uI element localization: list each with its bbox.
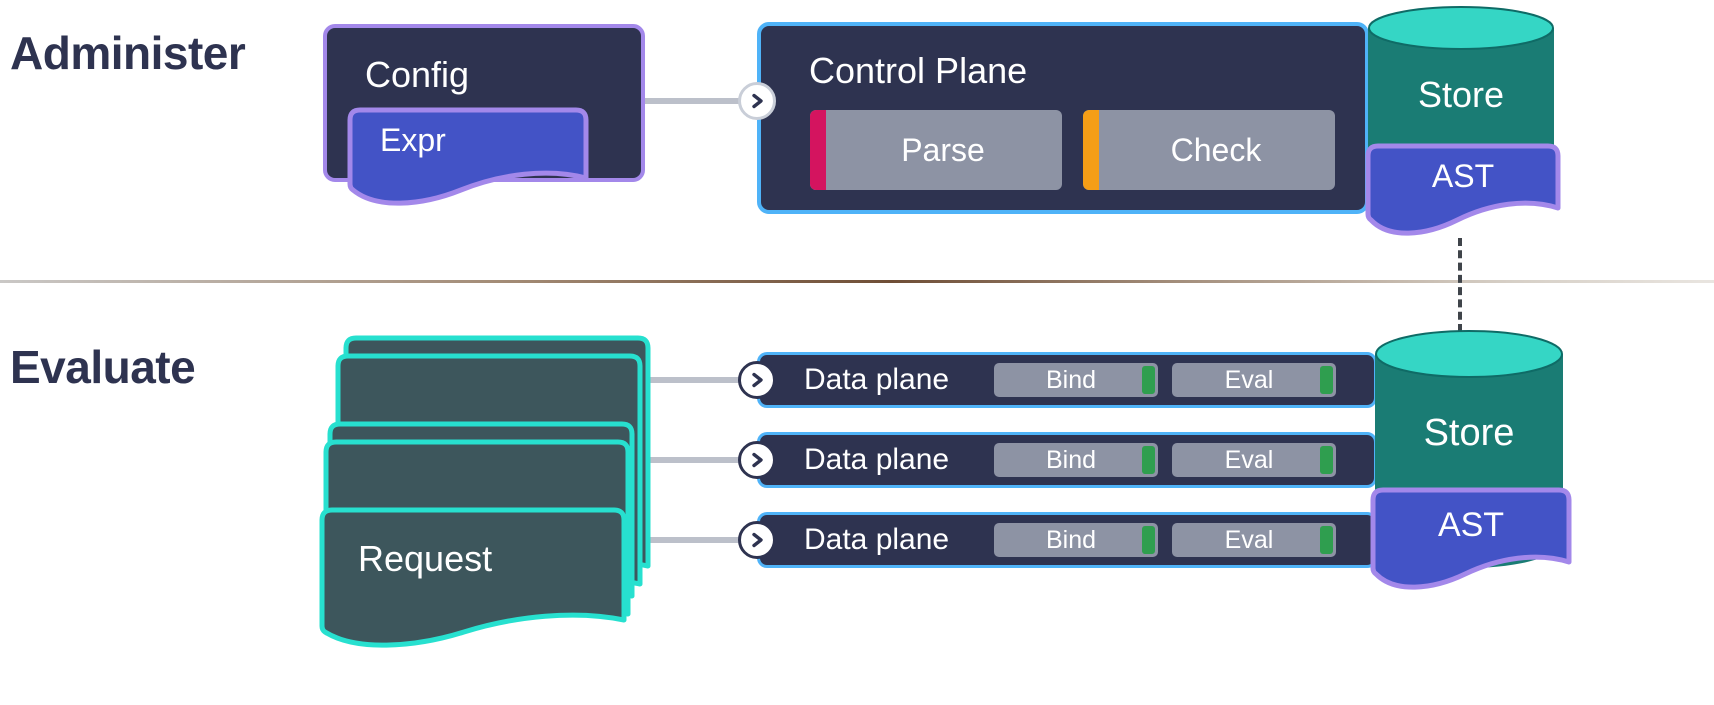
bind-accent-bar-2 <box>1142 446 1155 474</box>
data-plane-row-2: Data plane Bind Eval <box>757 432 1377 488</box>
ast-document-top: AST <box>1365 143 1561 236</box>
arrow-request-to-dataplane-2 <box>738 441 776 479</box>
config-title: Config <box>365 54 470 95</box>
parse-box: Parse <box>810 110 1062 190</box>
bind-label-3: Bind <box>1045 526 1097 554</box>
bind-label-1: Bind <box>1045 366 1097 394</box>
parse-label: Parse <box>901 131 985 168</box>
chevron-right-icon <box>752 93 763 109</box>
cylinder-shape <box>1368 6 1554 178</box>
data-plane-title-2: Data plane <box>804 443 950 476</box>
check-box: Check <box>1083 110 1335 190</box>
bind-label-2: Bind <box>1045 446 1097 474</box>
chevron-right-icon <box>752 372 763 388</box>
check-accent-bar <box>1083 110 1099 190</box>
control-plane-title: Control Plane <box>809 50 1028 91</box>
ast-document-bottom: AST <box>1370 487 1572 590</box>
arrow-request-to-dataplane-1 <box>738 361 776 399</box>
connector-config-to-control <box>640 98 748 104</box>
check-label: Check <box>1170 131 1262 168</box>
ast-label-bottom: AST <box>1437 506 1505 544</box>
eval-box-1: Eval <box>1172 363 1336 397</box>
section-heading-administer: Administer <box>10 27 246 79</box>
bind-box-1: Bind <box>994 363 1158 397</box>
eval-box-2: Eval <box>1172 443 1336 477</box>
data-plane-row-1: Data plane Bind Eval <box>757 352 1377 408</box>
chevron-right-icon <box>752 532 763 548</box>
expr-document: Expr <box>347 107 589 206</box>
data-plane-title-1: Data plane <box>804 363 950 396</box>
section-heading-evaluate: Evaluate <box>10 341 196 393</box>
bind-box-3: Bind <box>994 523 1158 557</box>
bind-box-2: Bind <box>994 443 1158 477</box>
expr-label: Expr <box>380 122 446 158</box>
request-document: Request <box>319 507 627 648</box>
data-plane-row-3: Data plane Bind Eval <box>757 512 1377 568</box>
store-label-top: Store <box>1417 74 1505 115</box>
request-label: Request <box>358 538 493 579</box>
chevron-right-icon <box>752 452 763 468</box>
connector-request-to-dataplane-3 <box>600 537 750 543</box>
bind-accent-bar-1 <box>1142 366 1155 394</box>
eval-label-2: Eval <box>1224 446 1274 474</box>
eval-accent-bar-3 <box>1320 526 1333 554</box>
store-cylinder-top: Store <box>1368 6 1554 178</box>
data-plane-title-3: Data plane <box>804 523 950 556</box>
connector-request-to-dataplane-1 <box>600 377 750 383</box>
ast-label-top: AST <box>1431 158 1495 194</box>
section-divider <box>0 280 1714 283</box>
eval-accent-bar-1 <box>1320 366 1333 394</box>
eval-box-3: Eval <box>1172 523 1336 557</box>
eval-accent-bar-2 <box>1320 446 1333 474</box>
eval-label-3: Eval <box>1224 526 1274 554</box>
bind-accent-bar-3 <box>1142 526 1155 554</box>
control-plane-box: Control Plane Parse Check <box>757 22 1369 214</box>
parse-accent-bar <box>810 110 826 190</box>
store-label-bottom: Store <box>1423 412 1515 454</box>
arrow-request-to-dataplane-3 <box>738 521 776 559</box>
connector-request-to-dataplane-2 <box>600 457 750 463</box>
connector-ast-to-store-dashed <box>1458 238 1462 332</box>
eval-label-1: Eval <box>1224 366 1274 394</box>
arrow-config-to-control <box>738 82 776 120</box>
